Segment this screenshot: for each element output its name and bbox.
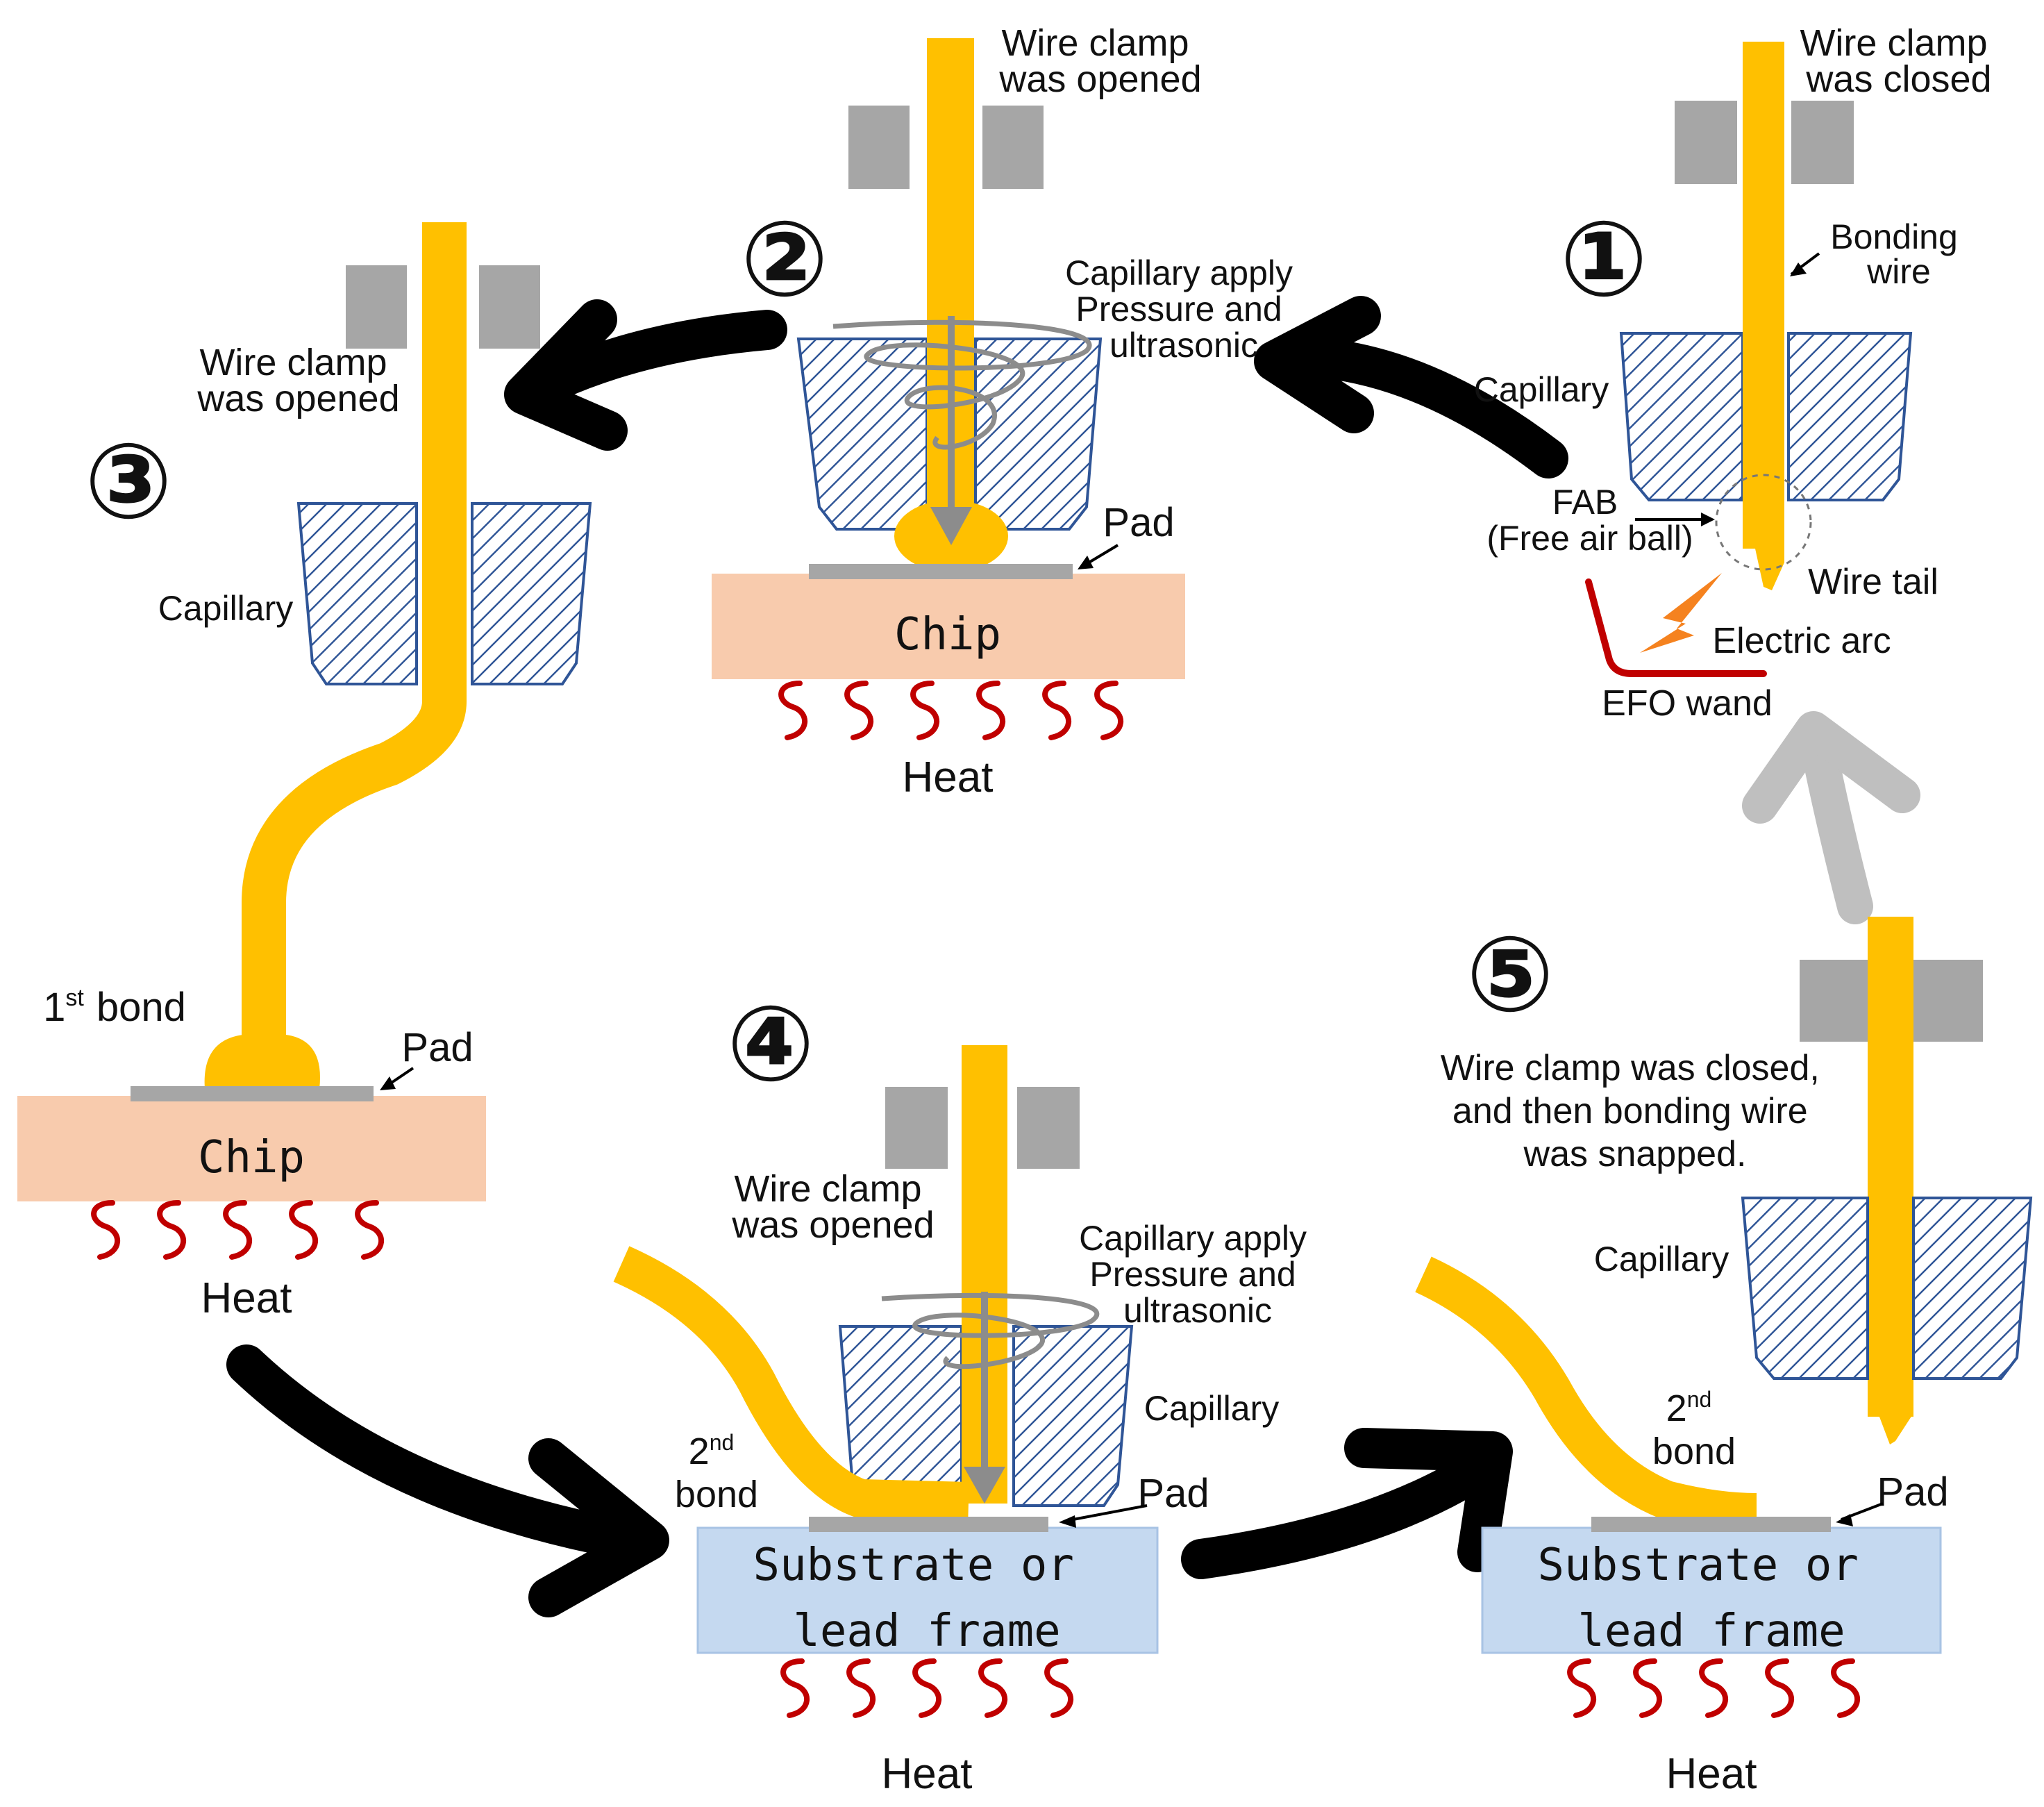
- arrow-step1-to-step2: [1254, 296, 1568, 478]
- pressure-arrow-head: [930, 507, 972, 545]
- wire-clamp-left: [885, 1087, 948, 1169]
- pad-label: Pad: [1137, 1471, 1209, 1516]
- step-5-wire-snapped: ⑤ Wire clamp was closed, and then bondin…: [1415, 915, 2033, 1798]
- step-4-second-bond-press: ④ Wire clamp was opened Capillary Capill…: [613, 984, 1316, 1798]
- wire-clamp-label: Wire clamp was closed: [1800, 22, 1997, 100]
- bonding-wire: [1868, 917, 1913, 1417]
- bond-pad: [1591, 1517, 1831, 1532]
- lightning-bolt-icon: [1640, 573, 1722, 653]
- capillary-right-half: [1787, 332, 1913, 501]
- substrate: [1481, 1526, 1942, 1654]
- cycle-arrows: [226, 296, 1920, 1617]
- bond-pad: [809, 1517, 1048, 1532]
- wire-clamp-left: [346, 265, 407, 349]
- wire-tail-label: Wire tail: [1808, 562, 1938, 602]
- pad-pointer: [1065, 1504, 1148, 1522]
- bond-pad: [809, 564, 1073, 579]
- bonding-wire-loop: [613, 1246, 969, 1521]
- wire-clamp-right: [1791, 101, 1854, 184]
- step-number-1: ①: [1559, 199, 1648, 320]
- pad-label: Pad: [1877, 1469, 1948, 1515]
- heat-label: Heat: [1666, 1750, 1757, 1798]
- heat-icon: [94, 1203, 381, 1257]
- step-2-first-bond-press: ② Wire clamp was opened Capillary apply …: [712, 22, 1302, 801]
- arrow-step5-to-step1: [1742, 711, 1920, 924]
- capillary-left-half: [1619, 332, 1744, 501]
- efo-wand: [1585, 578, 1767, 677]
- wire-clamp-label: Wire clamp was opened: [196, 342, 399, 419]
- substrate-label: Substrate or lead frame: [1538, 1540, 1886, 1657]
- first-bond-ball: [204, 1035, 320, 1089]
- step-number-3: ③: [84, 422, 172, 542]
- wire-clamp-left: [848, 106, 910, 189]
- pad-label: Pad: [1103, 500, 1174, 545]
- pad-label: Pad: [401, 1025, 473, 1070]
- wire-clamp-left: [1800, 960, 1875, 1042]
- capillary-left-half: [1741, 1197, 1869, 1380]
- spiral-icon: [881, 1292, 1100, 1369]
- capillary-label: Capillary: [1144, 1389, 1280, 1428]
- wire-clamp-right: [479, 265, 540, 349]
- second-bond-label: 2nd bond: [675, 1417, 758, 1515]
- fab-label: FAB (Free air ball): [1486, 483, 1693, 558]
- chip: [17, 1096, 486, 1201]
- capillary-left-half: [796, 338, 928, 531]
- bonding-wire: [1743, 42, 1784, 590]
- bond-pad: [131, 1086, 374, 1101]
- heat-icon: [1570, 1661, 1857, 1715]
- arrow-step3-to-step4: [226, 1344, 669, 1617]
- substrate-label: Substrate or lead frame: [753, 1540, 1101, 1657]
- heat-icon: [781, 683, 1121, 738]
- capillary-label: Capillary: [1474, 370, 1609, 409]
- capillary-label: Capillary: [158, 589, 294, 628]
- capillary-apply-label: Capillary apply Pressure and ultrasonic: [1065, 253, 1302, 365]
- step-number-4: ④: [726, 984, 814, 1105]
- wire-clamp-right: [1908, 960, 1983, 1042]
- efo-wand-label: EFO wand: [1602, 683, 1773, 724]
- capillary-right-half: [1912, 1197, 2033, 1380]
- capillary-left-half: [296, 502, 418, 685]
- chip: [712, 574, 1185, 679]
- chip-label: Chip: [894, 609, 1001, 660]
- electric-arc-label: Electric arc: [1712, 621, 1891, 661]
- heat-icon: [783, 1661, 1071, 1715]
- second-bond-label: 2nd bond: [1652, 1374, 1736, 1472]
- capillary-label: Capillary: [1594, 1240, 1729, 1279]
- arrow-step2-to-step3: [504, 299, 787, 451]
- capillary-right-half: [471, 502, 592, 685]
- wire-clamp-right: [982, 106, 1044, 189]
- fab-highlight-circle: [1715, 474, 1812, 571]
- bonding-wire-label: Bonding wire: [1830, 217, 1967, 291]
- bonding-wire: [242, 222, 467, 1049]
- step-5-note: Wire clamp was closed, and then bonding …: [1441, 1048, 1830, 1174]
- bonding-wire-loop: [1415, 1256, 1757, 1532]
- wire-clamp-label: Wire clamp was opened: [998, 22, 1201, 100]
- arrow-step4-to-step5: [1181, 1428, 1513, 1579]
- step-1-free-air-ball: ① Wire clamp was closed Capillary Bondin…: [1474, 22, 1997, 724]
- capillary-apply-label: Capillary apply Pressure and ultrasonic: [1079, 1219, 1316, 1330]
- step-number-2: ②: [740, 199, 828, 320]
- pressure-arrow-head: [964, 1467, 1005, 1504]
- step-number-5: ⑤: [1466, 915, 1554, 1035]
- chip-label: Chip: [198, 1132, 305, 1183]
- heat-label: Heat: [903, 753, 994, 801]
- wire-clamp-label: Wire clamp was opened: [731, 1168, 934, 1246]
- spiral-icon: [832, 319, 1092, 450]
- heat-label: Heat: [201, 1274, 292, 1322]
- wire-tail: [1878, 1413, 1913, 1444]
- wire-clamp-right: [1017, 1087, 1080, 1169]
- capillary-right-half: [1012, 1325, 1134, 1507]
- heat-label: Heat: [882, 1750, 973, 1798]
- wire-clamp-left: [1675, 101, 1737, 184]
- substrate: [696, 1526, 1159, 1654]
